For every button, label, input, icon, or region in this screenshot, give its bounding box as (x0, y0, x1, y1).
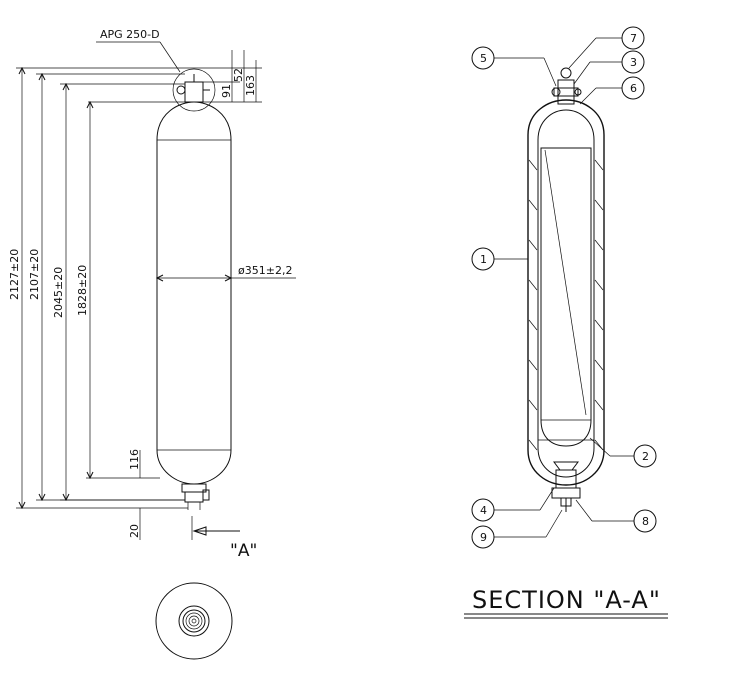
balloon-5: 5 (471, 46, 557, 87)
inner-shell (537, 109, 595, 478)
balloon-4: 4 (471, 487, 555, 522)
balloon-7: 7 (568, 26, 645, 69)
svg-text:1: 1 (480, 253, 487, 266)
section-title: SECTION "A-A" (472, 586, 661, 614)
svg-text:6: 6 (630, 82, 637, 95)
outer-shell (527, 99, 605, 486)
balloon-8: 8 (575, 499, 657, 533)
bottom-fitting (181, 483, 210, 510)
bladder (540, 147, 592, 447)
dim-mid: 2107±20 (28, 249, 41, 300)
section-top-valve (551, 67, 582, 105)
valve-label: APG 250-D (100, 28, 160, 41)
section-bottom-valve (551, 461, 581, 512)
svg-text:9: 9 (480, 531, 487, 544)
svg-text:3: 3 (630, 56, 637, 69)
dim-diameter: ø351±2,2 (238, 264, 292, 277)
dim-overall: 2127±20 (8, 249, 21, 300)
svg-text:8: 8 (642, 515, 649, 528)
dim-bottom-116: 116 (128, 449, 141, 470)
valve-detail-circle (172, 68, 216, 112)
balloon-6: 6 (579, 76, 645, 105)
balloon-1: 1 (471, 247, 528, 271)
balloon-9: 9 (471, 509, 563, 549)
top-valve (172, 68, 216, 112)
svg-text:5: 5 (480, 52, 487, 65)
dim-body: 1828±20 (76, 265, 89, 316)
svg-text:7: 7 (630, 32, 637, 45)
section-view: 1 2 3 4 5 6 (464, 26, 668, 619)
dim-top-91: 91 (220, 84, 233, 98)
svg-text:4: 4 (480, 504, 487, 517)
dim-top-163: 163 (244, 75, 257, 96)
balloon-3: 3 (573, 50, 645, 85)
cylinder-body (156, 101, 232, 485)
view-marker-a: "A" (230, 541, 257, 561)
dim-bottom-20: 20 (128, 524, 141, 538)
side-view: APG 250-D 2127±20 2107±20 2045±20 1828±2… (8, 28, 296, 660)
balloon-2: 2 (589, 437, 657, 468)
dim-inner: 2045±20 (52, 267, 65, 318)
svg-text:2: 2 (642, 450, 649, 463)
dim-top-52: 52 (232, 68, 245, 82)
end-view (155, 582, 233, 660)
